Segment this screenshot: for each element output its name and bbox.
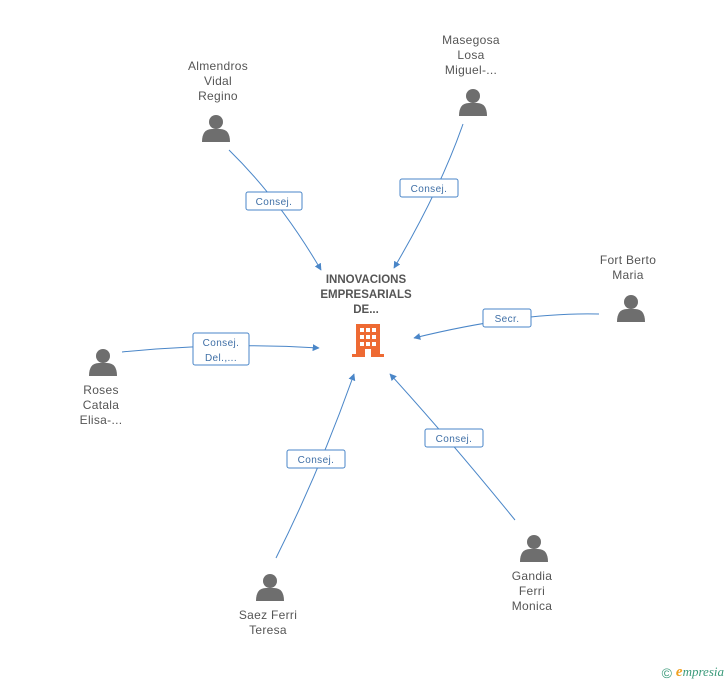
building-icon — [352, 324, 384, 357]
role-badge[interactable]: Consej. — [399, 178, 459, 198]
person-name-line: Gandia — [512, 569, 553, 583]
person-name-line: Miguel-... — [445, 63, 497, 77]
person-icon — [459, 89, 487, 116]
role-badge[interactable]: Consej. Del.,... — [192, 332, 250, 366]
company-node[interactable]: INNOVACIONS EMPRESARIALS DE... — [320, 274, 412, 357]
company-name-line-1: INNOVACIONS — [326, 274, 407, 286]
company-name-line-2: EMPRESARIALS — [320, 289, 412, 301]
role-badge[interactable]: Consej. — [286, 449, 346, 469]
person-icon — [617, 295, 645, 322]
person-name-line: Regino — [198, 89, 238, 103]
person-icon — [520, 535, 548, 562]
person-icon — [256, 574, 284, 601]
person-name-line: Elisa-... — [80, 413, 123, 427]
role-badge-box — [192, 332, 250, 366]
brand-initial: e — [675, 664, 683, 680]
roles-layer: Consej.Consej.Secr.Consej.Del.,...Consej… — [192, 178, 532, 469]
person-name-line: Maria — [612, 268, 644, 282]
person-name-line: Vidal — [204, 74, 232, 88]
role-badge-box — [424, 428, 484, 448]
person-name-line: Ferri — [519, 584, 545, 598]
person-icon — [202, 115, 230, 142]
role-badge-box — [286, 449, 346, 469]
role-badge[interactable]: Consej. — [424, 428, 484, 448]
person-node[interactable]: RosesCatalaElisa-... — [80, 349, 123, 427]
footer-brand: © empresia — [662, 664, 724, 681]
person-name-line: Fort Berto — [600, 253, 656, 267]
role-label: Consej. — [256, 197, 293, 208]
role-label: Secr. — [495, 314, 520, 325]
role-badge[interactable]: Secr. — [482, 308, 532, 328]
person-name-line: Teresa — [249, 623, 287, 637]
person-node[interactable]: MasegosaLosaMiguel-... — [442, 33, 500, 116]
role-label: Consej. — [298, 455, 335, 466]
role-badge-box — [245, 191, 303, 211]
role-badge-box — [482, 308, 532, 328]
role-label: Consej. — [411, 184, 448, 195]
person-name-line: Almendros — [188, 59, 248, 73]
copyright-icon: © — [661, 664, 672, 681]
role-badge-box — [399, 178, 459, 198]
role-label: Del.,... — [205, 353, 237, 364]
company-name-line-3: DE... — [353, 304, 379, 316]
person-name-line: Masegosa — [442, 33, 500, 47]
person-name-line: Roses — [83, 383, 119, 397]
role-badge[interactable]: Consej. — [245, 191, 303, 211]
person-name-line: Saez Ferri — [239, 608, 297, 622]
person-icon — [89, 349, 117, 376]
brand-name: mpresia — [682, 664, 724, 679]
role-label: Consej. — [436, 434, 473, 445]
person-name-line: Monica — [512, 599, 553, 613]
person-name-line: Catala — [83, 398, 120, 412]
brand-logo[interactable]: empresia — [676, 664, 724, 681]
person-name-line: Losa — [457, 48, 484, 62]
role-label: Consej. — [203, 338, 240, 349]
